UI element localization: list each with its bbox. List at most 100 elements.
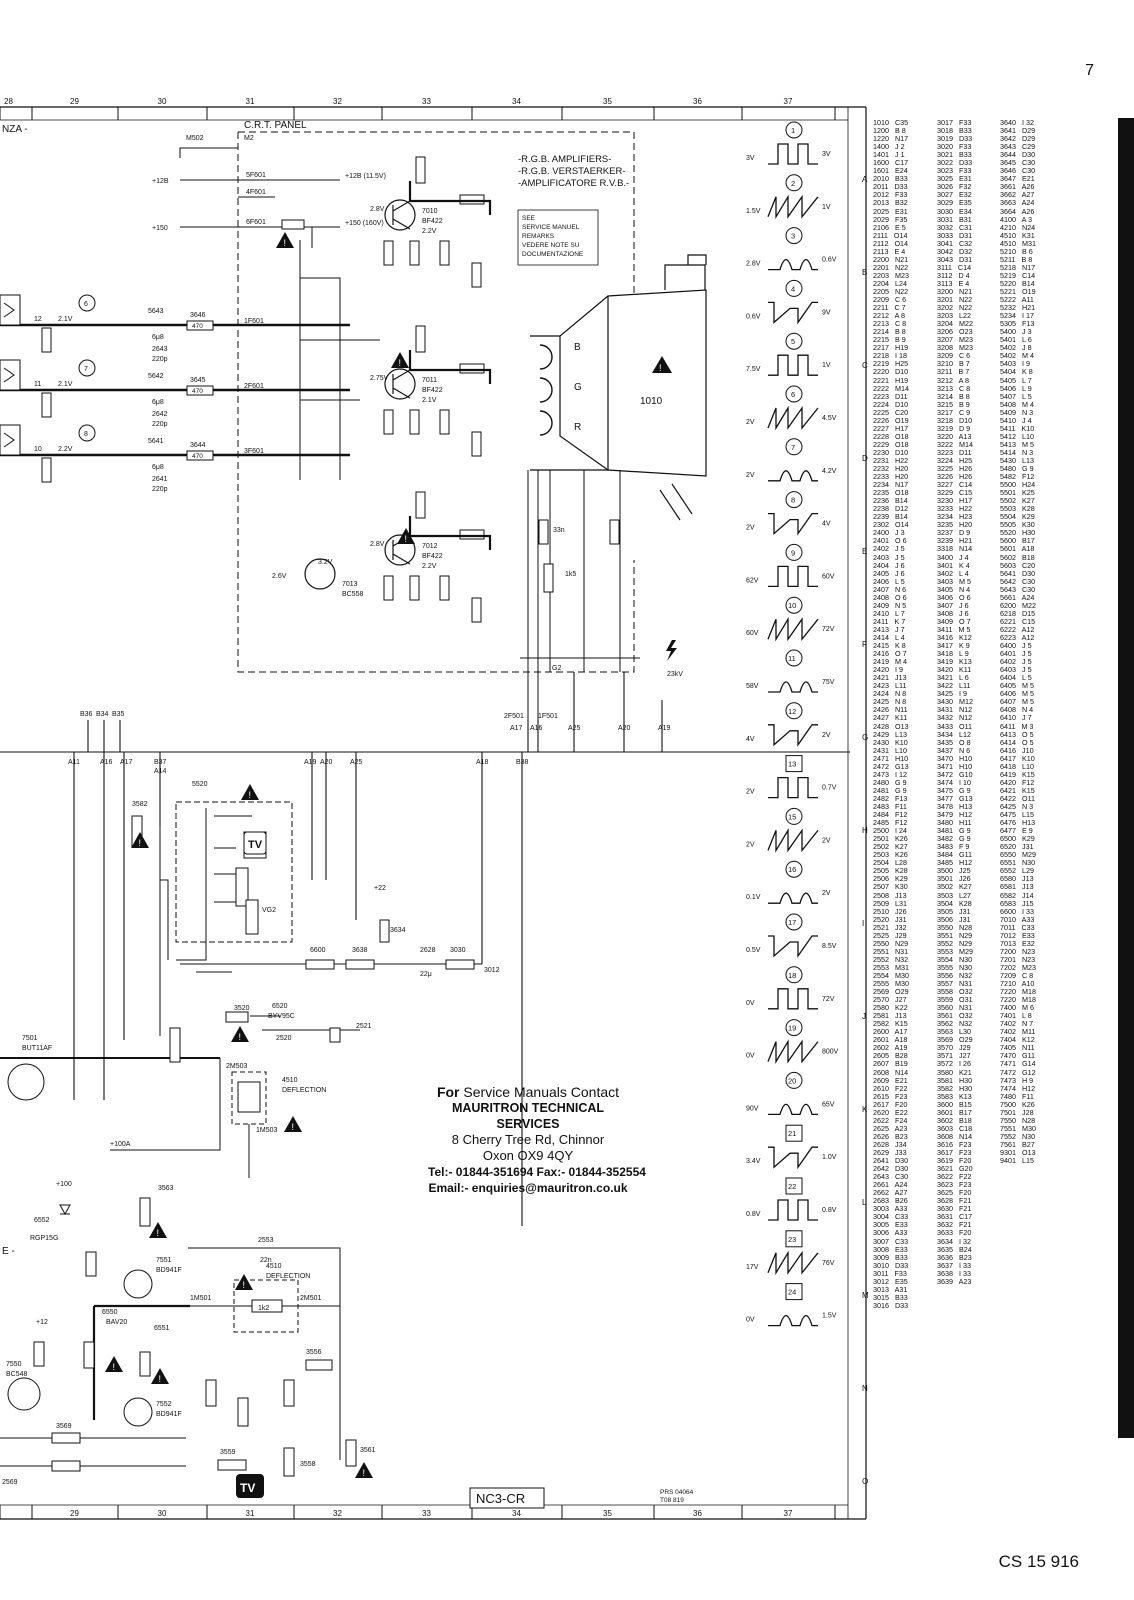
waveform-level: 1.5V [746,208,761,215]
black-edge-bar [1118,118,1134,1438]
column-ticks [0,107,836,1519]
transistor-type: BD941F [156,1267,182,1274]
column-label: 30 [158,97,167,106]
svg-text:TV: TV [240,1481,255,1495]
part-3556: 3556 [306,1349,322,1356]
coil-ref: 5641 [148,438,164,445]
waveform-amplitude: 72V [822,626,835,633]
video-lines: 62.1V12470364656436μ82643220p1F60172.1V1… [0,294,350,493]
connector-1f501: 1F501 [538,713,558,720]
waveform-level: 0V [746,1317,755,1324]
warning-icon: ! [131,832,149,848]
column-label-bottom: 36 [693,1509,702,1518]
row-letter: F [862,640,867,649]
transistor-type: BC548 [6,1371,28,1378]
note-line-5: DOCUMENTAZIONE [522,251,584,258]
connector-label: 2F601 [244,383,264,390]
svg-text:!: ! [113,1362,116,1372]
bus-label: A16 [100,759,113,766]
waveform-level: 3V [746,155,755,162]
part-vg2: VG2 [262,907,276,914]
bus-label: B36 [80,711,93,718]
column-label: 29 [70,97,79,106]
resistor [186,450,214,461]
part-2553: 2553 [258,1237,274,1244]
resistor [459,194,485,205]
waveform-id: 24 [788,1288,796,1297]
note-box [517,209,599,266]
warning-icon: ! [397,528,415,544]
column-label: 32 [333,97,342,106]
waveform-trace [767,828,819,853]
coil-value: 6μ8 [152,399,164,406]
svg-text:!: ! [399,358,402,368]
rail-label-150: +150 [152,225,168,232]
rgb-title-3: -AMPLIFICATORE R.V.B.- [518,178,629,189]
transistor-type: BF422 [422,218,443,225]
row-letter: B [862,268,868,277]
waveform-amplitude: 0.8V [822,1207,837,1214]
connector-label: 3F601 [244,448,264,455]
part-2569: 2569 [2,1479,18,1486]
warning-icon: ! [235,1274,253,1290]
svg-text:!: ! [139,838,142,848]
bus-label: A18 [476,759,489,766]
svg-text:!: ! [363,1468,366,1478]
waveform-id: 21 [788,1129,796,1138]
waveform-amplitude: 1.0V [822,1154,837,1161]
waveform-level: 4V [746,736,755,743]
waveform-trace [768,724,818,747]
resistor-value: 470 [192,323,203,330]
contact-line-6: Email:- enquiries@mauritron.co.uk [428,1181,628,1195]
waveform-trace [768,681,818,693]
waveform-id: 8 [791,496,795,505]
waveform-marker [785,543,803,561]
part-3569: 3569 [56,1423,72,1430]
resistor [41,327,52,353]
bus-label: A25 [568,725,581,732]
coil-ref: 5643 [148,308,164,315]
row-letter: O [862,1477,869,1486]
row-letter: D [862,454,868,463]
resistor-ref: 3645 [190,377,206,384]
cap-value: 220p [152,421,168,428]
transistor-type: BF422 [422,387,443,394]
part-3012: 1k5 [565,571,576,578]
bus-label: B34 [96,711,109,718]
waveform-id: 11 [788,654,796,663]
crt-warning-icon: ! [652,356,672,373]
deflection-b: DEFLECTION [266,1273,310,1280]
rail-label-12b: +12B [152,178,169,185]
warning-icon: ! [241,784,259,800]
row-letter: L [862,1198,867,1207]
transistor-ref: 7501 [22,1035,38,1042]
transistor-type: BF422 [422,553,443,560]
part-4510-b: 4510 [266,1263,282,1270]
waveform-marker [785,174,803,192]
test-point [78,294,96,312]
transistor-ve: 2.2V [422,563,437,570]
coil-ref: 5642 [148,373,164,380]
row-letter: A [862,175,868,184]
waveform-id: 3 [791,232,795,241]
part-rgp15g: RGP15G [30,1235,58,1242]
waveform-id: 4 [791,284,795,293]
crt-gun-b: B [574,342,581,353]
amp-arrow-icon [3,302,15,318]
transistor-vb: 3.2V [318,559,333,566]
part-6550: 6550 [102,1309,118,1316]
column-label-bottom: 29 [70,1509,79,1518]
waveform-marker [785,1177,803,1195]
resistor [415,325,426,353]
part-3634: 3638 [352,947,368,954]
waveform-amplitude: 0.7V [822,785,837,792]
column-label: 35 [603,97,612,106]
bus-label: A19 [304,759,317,766]
waveform-trace [768,301,818,325]
rail-12: +12 [36,1319,48,1326]
contact-line-5: Tel:- 01844-351694 Fax:- 01844-352554 [428,1165,646,1179]
transistor-symbol [392,200,411,230]
cap-ref: 2641 [152,476,168,483]
